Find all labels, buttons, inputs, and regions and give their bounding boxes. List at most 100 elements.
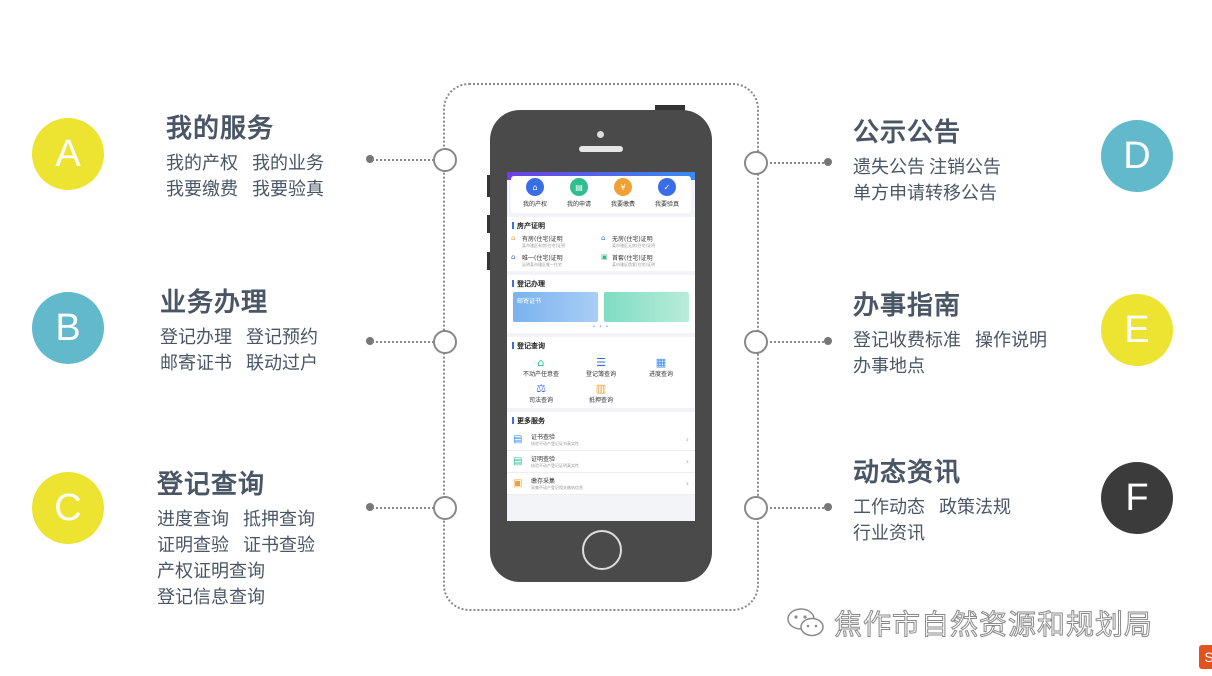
query-item[interactable]: ☰ 登记簿查询: [571, 356, 631, 378]
house-icon: ⌂: [601, 234, 606, 242]
scale-icon: ⚖: [536, 382, 546, 395]
connector-line: [372, 341, 434, 343]
more-label: 证书查验: [531, 434, 556, 441]
announcement-block: 公示公告 遗失公告注销公告 单方申请转移公告: [853, 112, 1015, 207]
query-item[interactable]: ▥抵押查询: [571, 382, 631, 404]
section-title: 登记办理: [507, 275, 695, 292]
more-item[interactable]: ▣ 缴存采集采集不动产登记相关缴纳信息 ›: [507, 473, 695, 495]
my-service-block: 我的服务 我的产权我的业务 我要缴费我要验真: [166, 108, 338, 203]
service-item: 操作说明: [975, 330, 1047, 351]
cert-sub: 证明某市辖区唯一住宅: [522, 262, 562, 267]
quick-my-property[interactable]: ⌂我的产权: [523, 178, 547, 208]
query-item[interactable]: ⚖ 司法查询: [511, 382, 571, 404]
banner-mail-cert[interactable]: 邮寄证书: [513, 292, 598, 322]
query-label: 登记簿查询: [585, 371, 616, 378]
section-title: 登记查询: [507, 337, 695, 354]
register-section: 登记办理 邮寄证书 • • •: [507, 275, 695, 333]
connector-dot: [366, 503, 374, 511]
service-item: 进度查询: [157, 509, 229, 530]
service-item: 抵押查询: [243, 509, 315, 530]
wechat-icon: [787, 608, 824, 637]
connector-ring: [433, 148, 457, 172]
query-block: 登记查询 进度查询抵押查询 证明查验证书查验 产权证明查询 登记信息查询: [157, 464, 329, 611]
quick-payment[interactable]: ¥我要缴费: [611, 178, 635, 208]
news-title: 动态资讯: [853, 458, 962, 488]
phone-home-button: [582, 530, 622, 570]
carousel-pager: • • •: [592, 324, 610, 330]
house-icon: ⌂: [537, 356, 545, 369]
verify-icon: ✓: [657, 178, 676, 196]
circle-f: F: [1101, 462, 1173, 534]
cert-sub: 某市辖区无房(住宅)证明: [612, 243, 656, 248]
service-item: 我的产权: [166, 153, 238, 174]
phone-screen: ⌂我的产权 ▤我的申请 ¥我要缴费 ✓我要验真 房产证明 ⌂有房(住宅)证明某市…: [507, 172, 695, 521]
phone-side-button: [487, 252, 492, 270]
more-item[interactable]: ▤证书查验核验不动产登记证书真实性›: [507, 429, 695, 451]
phone-mockup: ⌂我的产权 ▤我的申请 ¥我要缴费 ✓我要验真 房产证明 ⌂有房(住宅)证明某市…: [490, 110, 712, 582]
service-item: 工作动态: [853, 497, 925, 518]
connector-line: [766, 507, 824, 509]
circle-a: A: [32, 118, 104, 190]
proof-icon: ▤: [513, 455, 523, 467]
chevron-right-icon: ›: [685, 479, 689, 488]
quick-label: 我要缴费: [610, 201, 635, 208]
cert-sub: 某市辖区有房(住宅)证明: [522, 243, 566, 248]
query-label: 进度查询: [648, 371, 673, 378]
chevron-right-icon: ›: [685, 457, 689, 466]
service-item: 登记信息查询: [157, 587, 265, 608]
house-icon: ⌂: [525, 178, 544, 196]
service-item: 登记预约: [246, 327, 318, 348]
service-item: 政策法规: [939, 497, 1011, 518]
cert-item[interactable]: ▣首套(住宅)证明某市辖区首套(住宅)证明: [601, 253, 691, 268]
cert-label: 有房(住宅)证明: [522, 236, 563, 243]
section-title: 房产证明: [507, 217, 695, 234]
cert-label: 无房(住宅)证明: [612, 236, 653, 243]
quick-label: 我的申请: [566, 201, 591, 208]
more-sub: 核验不动产登记证书真实性: [531, 441, 579, 446]
query-item[interactable]: ▦进度查询: [631, 356, 691, 378]
my-service-title: 我的服务: [166, 114, 275, 144]
circle-b: B: [32, 292, 104, 364]
connector-line: [372, 159, 434, 161]
cert-label: 首套(住宅)证明: [612, 255, 653, 262]
cert-item[interactable]: ⌂ 无房(住宅)证明某市辖区无房(住宅)证明: [601, 234, 691, 249]
guide-title: 办事指南: [853, 291, 962, 321]
connector-ring: [433, 330, 457, 354]
section-title: 更多服务: [507, 412, 695, 429]
circle-d: D: [1101, 120, 1173, 192]
service-item: 登记收费标准: [853, 330, 961, 351]
cert-item[interactable]: ⌂有房(住宅)证明某市辖区有房(住宅)证明: [511, 234, 601, 249]
service-item: 产权证明查询: [157, 561, 265, 582]
more-item[interactable]: ▤证明查验核验不动产登记证明真实性›: [507, 451, 695, 473]
service-item: 遗失公告: [853, 157, 925, 178]
document-icon: ▤: [569, 178, 588, 196]
watermark: 焦作市自然资源和规划局: [786, 603, 1153, 643]
banner-online[interactable]: [604, 292, 689, 322]
service-item: 证明查验: [157, 535, 229, 556]
connector-dot: [366, 337, 374, 345]
connector-line: [766, 341, 824, 343]
service-item: 单方申请转移公告: [853, 183, 997, 204]
quick-my-application[interactable]: ▤ 我的申请: [567, 178, 591, 208]
connector-ring: [744, 330, 768, 354]
phone-side-button: [487, 175, 492, 197]
cert-sub: 某市辖区首套(住宅)证明: [612, 262, 656, 267]
phone-side-button: [487, 215, 492, 233]
business-title: 业务办理: [160, 288, 269, 318]
more-label: 缴存采集: [531, 478, 556, 485]
query-label: 司法查询: [528, 397, 553, 404]
phone-speaker: [579, 146, 623, 152]
service-item: 我要缴费: [166, 179, 238, 200]
more-sub: 采集不动产登记相关缴纳信息: [531, 485, 583, 490]
query-item[interactable]: ⌂不动产任意查: [511, 356, 571, 378]
more-section: 更多服务 ▤证书查验核验不动产登记证书真实性› ▤证明查验核验不动产登记证明真实…: [507, 412, 695, 495]
phone-power-button: [655, 105, 685, 111]
query-title: 登记查询: [157, 470, 266, 500]
connector-line: [372, 507, 434, 509]
circle-e: E: [1101, 294, 1173, 366]
list-icon: ☰: [596, 356, 606, 369]
collect-icon: ▣: [513, 477, 523, 489]
cert-item[interactable]: ⌂唯一(住宅)证明证明某市辖区唯一住宅: [511, 253, 601, 268]
quick-verify[interactable]: ✓我要验真: [655, 178, 679, 208]
house-icon: ⌂: [511, 253, 516, 261]
